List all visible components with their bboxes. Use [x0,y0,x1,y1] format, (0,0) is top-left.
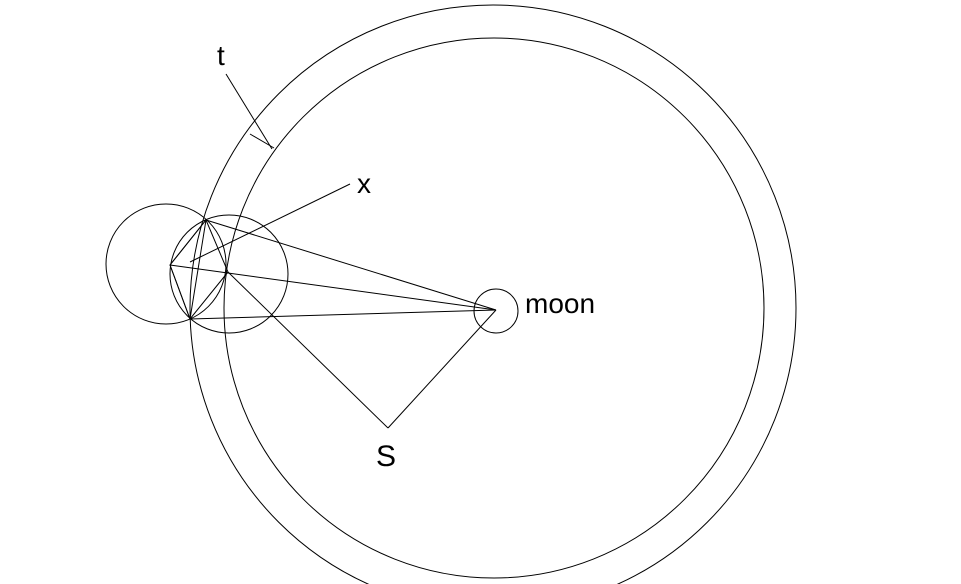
t-leader-line [225,73,273,150]
ray-middle [169,264,497,311]
t-tick-mark [249,133,275,149]
t-label: t [217,40,225,71]
inner-chord-lower [169,264,191,320]
ray-lower [189,309,497,320]
s-line-left [227,271,389,429]
left-circle-a [105,203,227,325]
inner-orbit-circle [223,37,765,579]
s-line-right [387,309,497,429]
outer-orbit-circle [189,4,797,584]
ray-upper [205,219,497,311]
moon-label: moon [525,288,595,319]
diagonal-chord [189,219,207,320]
x-label: x [357,168,371,199]
inner-chord-upper [169,219,207,266]
x-leader-line [189,183,351,263]
s-label: S [376,440,396,473]
left-circle-b [169,214,289,334]
